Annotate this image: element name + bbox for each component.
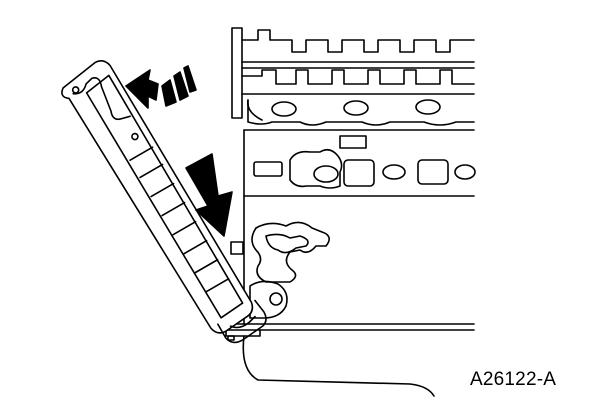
coolant-passage [289, 148, 343, 189]
left-arrow-icon [125, 65, 197, 109]
block-port [343, 159, 375, 187]
spark-plug-boss [271, 101, 297, 117]
figure-id-label: A26122-A [470, 369, 557, 390]
push-arrow-stripe [161, 79, 177, 107]
cover-rail-hook [72, 77, 131, 121]
bolt-boss [454, 164, 476, 180]
push-arrow-stripe [183, 65, 197, 93]
lower-mount-boss [249, 280, 288, 319]
cover-rail-foot [217, 299, 267, 344]
cover-rail-foot-detail [229, 315, 256, 329]
block-port [253, 161, 283, 177]
push-arrow-head [125, 69, 159, 109]
spark-plug-boss [343, 100, 369, 116]
lower-cam-bearings [241, 69, 475, 85]
oil-pan-sump [242, 335, 435, 397]
cylinder-head [231, 27, 475, 131]
engine-block [225, 129, 476, 397]
cover-rail-bolt-hole [131, 132, 139, 141]
bolt-boss [382, 164, 406, 180]
cover-rail-outline [61, 60, 254, 334]
attention-arrow [185, 153, 233, 237]
head-casting-edge [247, 99, 475, 126]
push-arrow-stripe [173, 71, 189, 101]
down-arrow-icon [185, 153, 233, 237]
timing-cover-contour [251, 221, 330, 283]
spark-plug-boss [415, 99, 441, 115]
cover-rail-lip [85, 74, 244, 319]
oil-port [339, 135, 367, 149]
timing-cover-inner [265, 233, 309, 254]
bolt-boss [313, 165, 339, 183]
block-port [417, 159, 449, 185]
cover-rail-bolt-hole [71, 86, 80, 94]
cover-rail-ribs [129, 146, 230, 293]
front-flange [231, 27, 243, 119]
pan-flange-tab [225, 329, 261, 337]
front-cover-dowel [230, 241, 244, 255]
upper-cam-bearings [241, 29, 475, 53]
pan-locator-tab [227, 335, 235, 341]
head-side-wall [246, 99, 263, 121]
mount-bolt-hole [269, 292, 283, 306]
removed-cover-rail[interactable] [57, 52, 271, 357]
